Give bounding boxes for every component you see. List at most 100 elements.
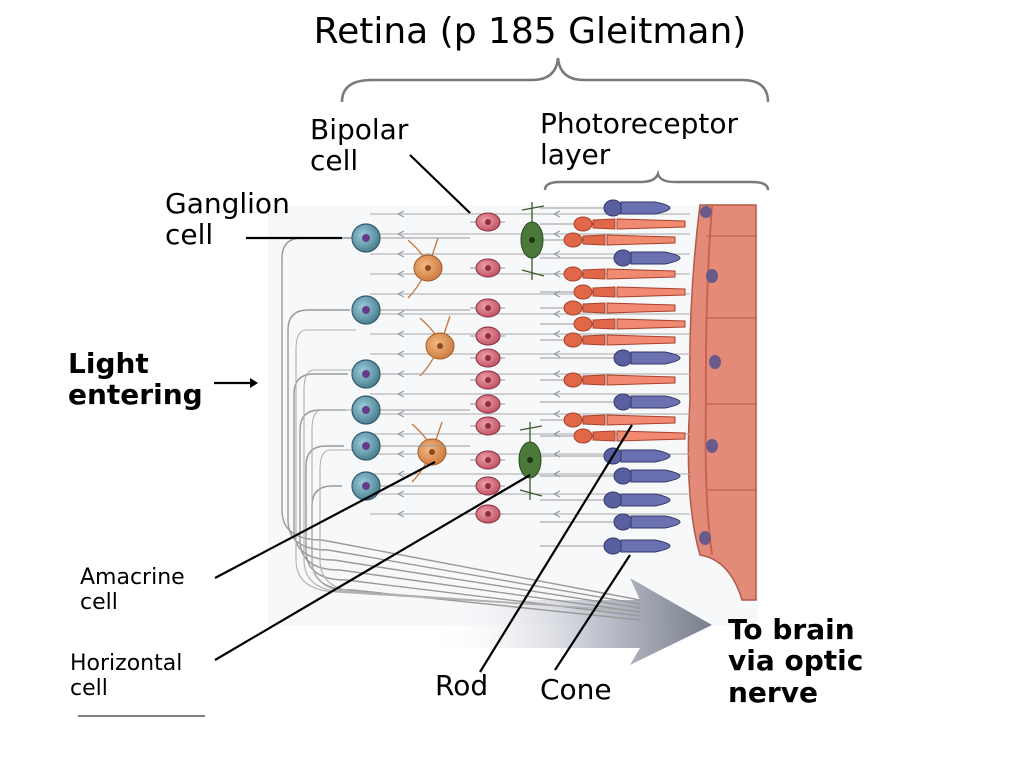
- bipolar-nucleus: [485, 511, 491, 517]
- rod-outer: [620, 201, 671, 215]
- cone-outer: [606, 334, 676, 346]
- ganglion-axon: [303, 369, 621, 611]
- bipolar-cell-label: Bipolar cell: [310, 113, 409, 178]
- horizontal-nucleus: [527, 457, 533, 463]
- amacrine-nucleus: [437, 343, 443, 349]
- synapse-mark: [552, 250, 561, 258]
- cone-outer: [606, 234, 676, 246]
- bipolar-cells: [470, 212, 505, 524]
- cone-inner: [582, 414, 606, 426]
- cone-inner: [592, 218, 616, 230]
- synapse-mark: [396, 510, 405, 518]
- cone-body: [563, 372, 583, 388]
- synapse-mark: [396, 410, 405, 418]
- bipolar-nucleus: [485, 457, 491, 463]
- rod-body: [613, 513, 633, 531]
- cone-inner: [582, 302, 606, 314]
- cone-body: [563, 332, 583, 348]
- cone-body: [573, 316, 593, 332]
- ganglion-nucleus: [362, 442, 370, 450]
- horizontal-cells: [518, 202, 545, 500]
- cone-body: [563, 266, 583, 282]
- horizontal-pointer: [214, 474, 531, 661]
- cone-inner: [582, 234, 606, 246]
- cone-body: [563, 412, 583, 428]
- synapse-mark: [396, 390, 405, 398]
- light-entering-label: Light entering: [68, 347, 203, 412]
- cone-outer: [606, 414, 676, 426]
- rod-body: [603, 491, 623, 509]
- synapse-mark: [552, 210, 561, 218]
- synapse-mark: [396, 330, 405, 338]
- bipolar-pointer: [409, 154, 471, 214]
- amacrine-nucleus: [425, 265, 431, 271]
- synapse-mark: [552, 350, 561, 358]
- rod-body: [603, 537, 623, 555]
- ganglion-axon: [295, 329, 621, 611]
- pigment-epithelium: [687, 204, 757, 601]
- optic-nerve-arrow: [430, 578, 712, 665]
- to-brain-label: To brain via optic nerve: [728, 613, 864, 709]
- pointer-lines: [78, 154, 633, 717]
- cone-inner: [582, 334, 606, 346]
- synapse-mark: [396, 210, 405, 218]
- ganglion-nucleus: [362, 234, 370, 242]
- synapse-mark: [396, 470, 405, 478]
- amacrine-nucleus: [429, 449, 435, 455]
- ganglion-nucleus: [362, 482, 370, 490]
- synapse-mark: [396, 250, 405, 258]
- ganglion-axon: [319, 449, 621, 611]
- rod-label: Rod: [435, 669, 489, 702]
- rod-outer: [630, 351, 681, 365]
- rod-outer: [620, 539, 671, 553]
- cone-body: [563, 300, 583, 316]
- synapse-mark: [552, 410, 561, 418]
- arrow-right-icon: [214, 378, 258, 388]
- bipolar-nucleus: [485, 355, 491, 361]
- amacrine-cell-label: Amacrine cell: [80, 565, 185, 615]
- synapse-mark: [396, 290, 405, 298]
- bipolar-nucleus: [485, 401, 491, 407]
- rod-outer: [620, 449, 671, 463]
- amacrine-pointer: [214, 461, 436, 579]
- rod-body: [613, 249, 633, 267]
- rod-body: [613, 349, 633, 367]
- cone-inner: [592, 430, 616, 442]
- ganglion-axon: [305, 445, 641, 617]
- photoreceptor-layer-label: Photoreceptor layer: [540, 107, 739, 172]
- rod-body: [603, 199, 623, 217]
- synapse-mark: [396, 230, 405, 238]
- ganglion-cells: [351, 223, 470, 501]
- bipolar-nucleus: [485, 377, 491, 383]
- cone-outer: [616, 218, 686, 230]
- ganglion-cell-label: Ganglion cell: [165, 187, 290, 252]
- synapse-mark: [552, 310, 561, 318]
- diagram-panel: [268, 205, 758, 625]
- cone-inner: [582, 374, 606, 386]
- cone-outer: [606, 268, 676, 280]
- bipolar-nucleus: [485, 219, 491, 225]
- photoreceptor-cells: [540, 199, 686, 555]
- cone-outer: [606, 374, 676, 386]
- bipolar-nucleus: [485, 483, 491, 489]
- cone-body: [563, 232, 583, 248]
- ganglion-nucleus: [362, 406, 370, 414]
- cone-inner: [582, 268, 606, 280]
- bipolar-nucleus: [485, 265, 491, 271]
- rod-body: [613, 467, 633, 485]
- rod-outer: [630, 395, 681, 409]
- rod-body: [613, 393, 633, 411]
- cone-label: Cone: [540, 673, 612, 706]
- cone-outer: [616, 286, 686, 298]
- synapse-mark: [396, 270, 405, 278]
- synapse-mark: [396, 430, 405, 438]
- rod-outer: [630, 515, 681, 529]
- page-title: Retina (p 185 Gleitman): [313, 11, 747, 52]
- synapse-mark: [552, 510, 561, 518]
- cone-outer: [616, 318, 686, 330]
- synapse-mark: [552, 370, 561, 378]
- cone-inner: [592, 286, 616, 298]
- retina-brace: [340, 57, 770, 103]
- horizontal-nucleus: [529, 237, 535, 243]
